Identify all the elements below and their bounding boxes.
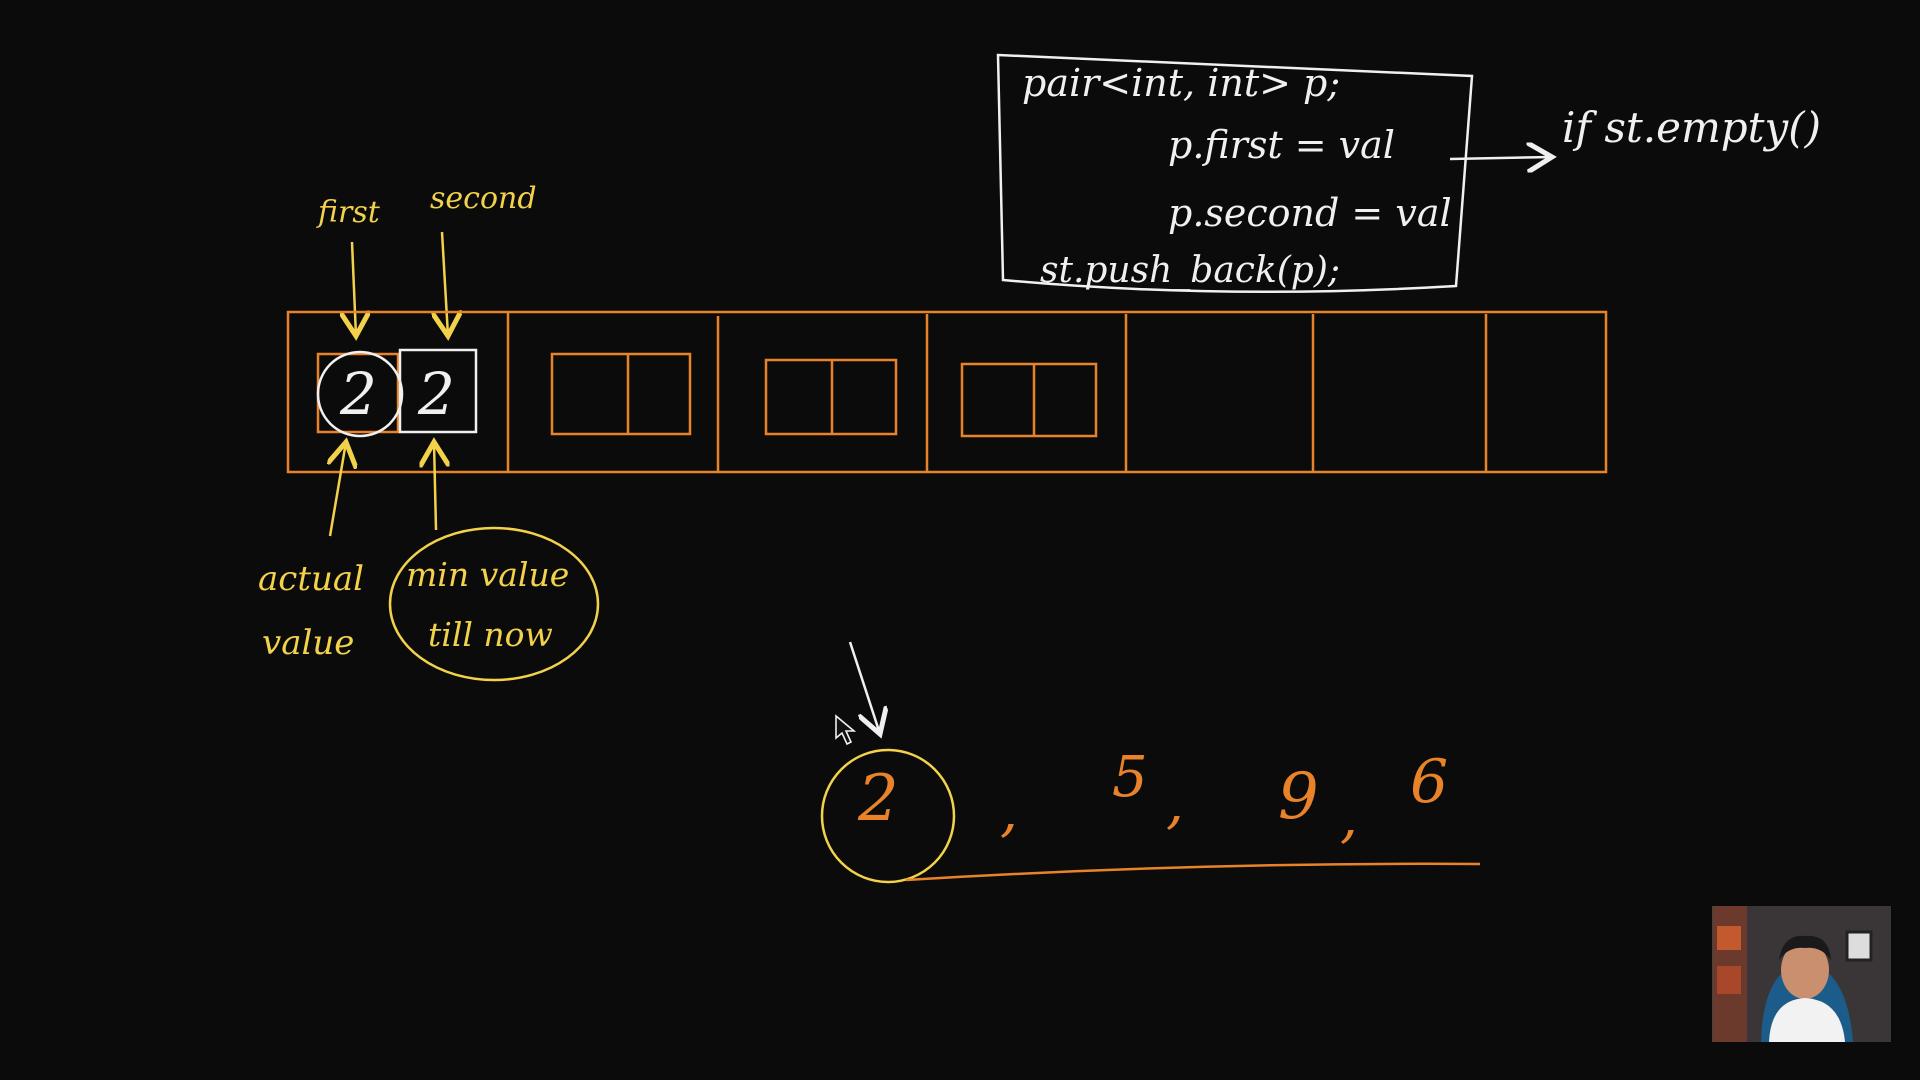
array-outline bbox=[286, 310, 1608, 474]
stack-array bbox=[286, 310, 1608, 474]
second-value: 2 bbox=[417, 360, 455, 428]
arrow-actual bbox=[330, 442, 346, 537]
first-value-circle bbox=[316, 350, 404, 438]
sequence-item: 2 bbox=[857, 762, 899, 836]
current-element-circle bbox=[820, 748, 956, 884]
pair-box bbox=[550, 352, 692, 436]
min-label-2: till now bbox=[428, 615, 553, 654]
sequence-underline bbox=[905, 862, 1481, 882]
current-element-arrow bbox=[848, 641, 880, 734]
sequence-item: , bbox=[1166, 771, 1184, 836]
code-line-4: st.push_back(p); bbox=[1040, 250, 1340, 291]
sequence-item: , bbox=[1340, 785, 1358, 850]
label-first: first bbox=[316, 195, 381, 230]
actual-label-1: actual bbox=[258, 559, 364, 599]
sequence-item: 5 bbox=[1112, 745, 1148, 810]
arrow-min bbox=[434, 442, 436, 531]
sequence-item: 6 bbox=[1410, 747, 1448, 817]
min-label-1: min value bbox=[406, 555, 569, 594]
webcam-feed bbox=[1713, 906, 1891, 1042]
label-second: second bbox=[430, 181, 537, 216]
min-value-circle bbox=[388, 526, 600, 682]
sequence-item: , bbox=[1000, 779, 1018, 844]
pair-box bbox=[960, 362, 1098, 438]
code-line-2: p.first = val bbox=[1168, 123, 1395, 167]
actual-label-2: value bbox=[262, 623, 354, 663]
first-value: 2 bbox=[339, 360, 377, 428]
presenter-webcam bbox=[1712, 906, 1891, 1042]
code-line-3: p.second = val bbox=[1168, 191, 1452, 235]
shirt-icon bbox=[1769, 998, 1845, 1042]
code-box-border bbox=[996, 53, 1474, 294]
hair-icon bbox=[1779, 935, 1831, 960]
pair-second-box bbox=[398, 348, 478, 434]
sequence-item: 9 bbox=[1278, 760, 1319, 834]
code-box: pair<int, int> p; p.first = val p.second… bbox=[996, 53, 1474, 294]
code-line-1: pair<int, int> p; bbox=[1022, 61, 1340, 105]
side-note: if st.empty() bbox=[1562, 103, 1821, 152]
mouse-pointer-icon bbox=[835, 714, 857, 746]
arrow-first bbox=[352, 241, 356, 336]
frame-icon bbox=[1845, 930, 1873, 962]
input-sequence: 2 , 5 , 9 , 6 bbox=[820, 745, 1481, 884]
arrow-to-note bbox=[1449, 157, 1552, 159]
arrow-second bbox=[442, 231, 448, 336]
person-face-icon bbox=[1781, 941, 1829, 999]
